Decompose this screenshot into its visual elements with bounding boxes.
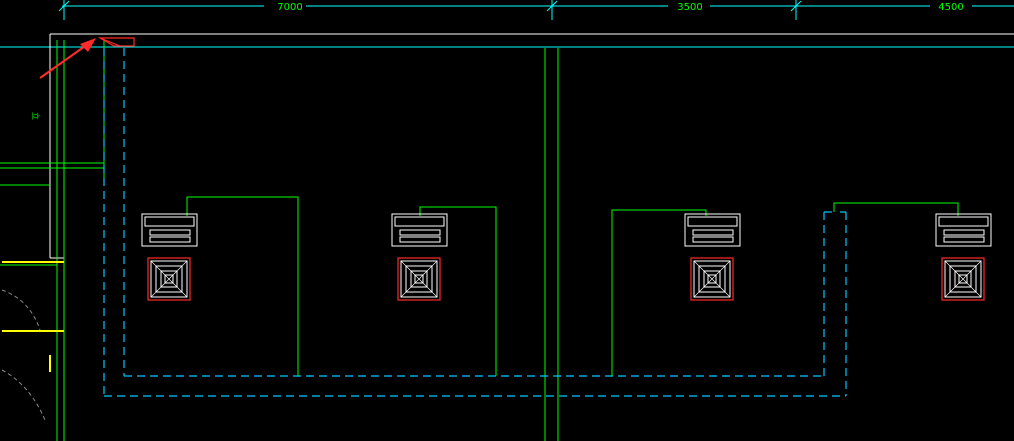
- yellow-markers: [2, 261, 64, 372]
- square-diffuser-icon: [690, 257, 734, 301]
- annotation-arrow: [39, 38, 96, 79]
- unit-2[interactable]: [391, 213, 448, 301]
- top-wall: [49, 33, 1014, 259]
- dimension-label-1: 7000: [277, 2, 302, 13]
- left-wall-lines: [0, 40, 105, 441]
- square-diffuser-icon: [941, 257, 985, 301]
- unit-3[interactable]: [684, 213, 741, 301]
- dimension-label-2: 3500: [677, 2, 702, 13]
- center-column: [544, 48, 559, 441]
- unit-1[interactable]: [141, 213, 198, 301]
- duct-route: [103, 48, 847, 397]
- door-swing: [1, 289, 46, 421]
- square-diffuser-icon: [147, 257, 191, 301]
- side-label: 立: [31, 112, 41, 120]
- unit-4[interactable]: [935, 213, 992, 301]
- indoor-unit-icon: [684, 213, 741, 247]
- dimension-label-3: 4500: [938, 2, 963, 13]
- indoor-unit-icon: [141, 213, 198, 247]
- dimension-gap-2: [668, 0, 710, 12]
- dimension-gap-3: [930, 0, 972, 12]
- dimension-line: [58, 0, 1014, 20]
- indoor-unit-icon: [391, 213, 448, 247]
- dimension-gap-1: [264, 0, 306, 12]
- indoor-unit-icon: [935, 213, 992, 247]
- square-diffuser-icon: [397, 257, 441, 301]
- annotation-marker: [97, 37, 135, 47]
- pipe-routes: [186, 196, 959, 376]
